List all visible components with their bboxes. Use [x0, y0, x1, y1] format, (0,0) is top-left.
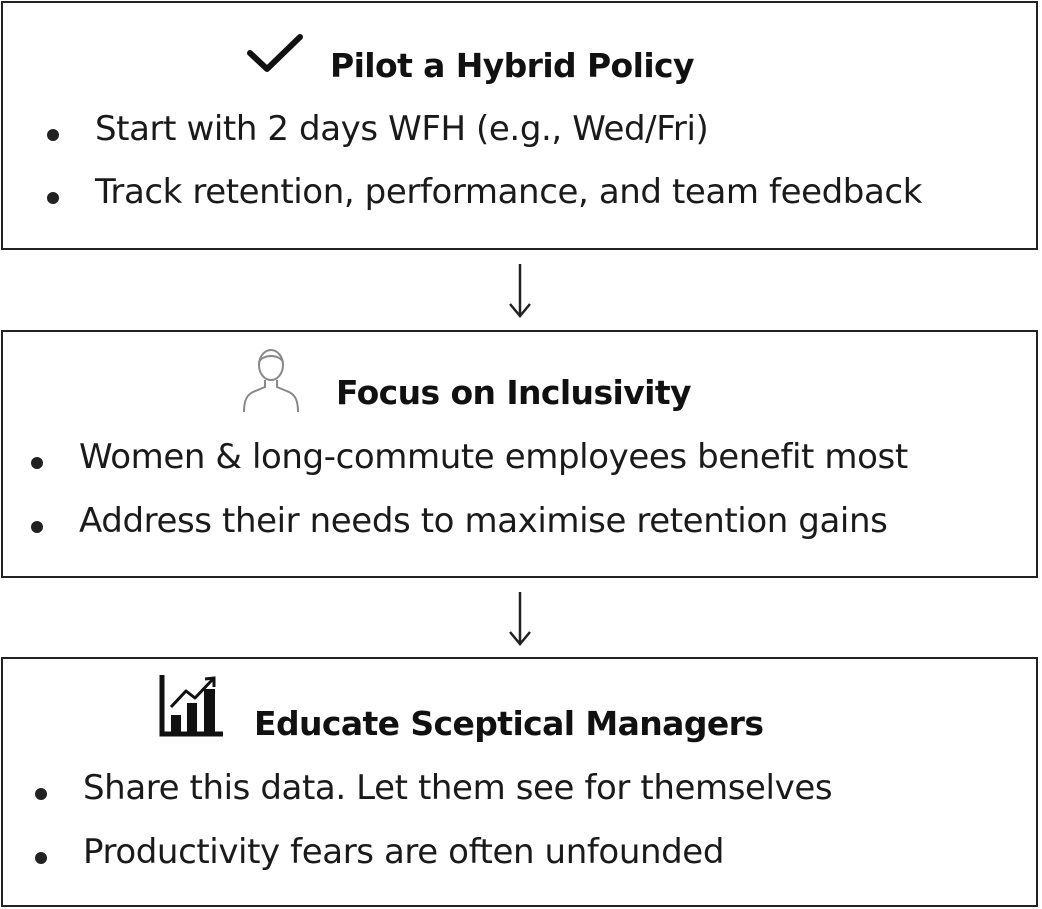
- bullet-dot: [31, 521, 43, 533]
- bullet-dot: [35, 788, 47, 800]
- down-arrow-icon: [509, 264, 531, 318]
- down-arrow-icon: [509, 592, 531, 646]
- person-icon: [243, 349, 299, 413]
- bullet-dot: [47, 129, 59, 141]
- step-title: Focus on Inclusivity: [336, 373, 692, 412]
- bullet-text: Track retention, performance, and team f…: [95, 172, 923, 212]
- bullet-text: Share this data. Let them see for themse…: [83, 768, 833, 808]
- bullet-text: Address their needs to maximise retentio…: [79, 501, 888, 541]
- bullet-text: Productivity fears are often unfounded: [83, 832, 725, 872]
- bar-chart-icon: [159, 675, 223, 737]
- step-box-pilot-hybrid-policy: Pilot a Hybrid Policy Start with 2 days …: [1, 1, 1038, 250]
- bullet-dot: [35, 852, 47, 864]
- bullet-text: Start with 2 days WFH (e.g., Wed/Fri): [95, 109, 709, 149]
- bullet-text: Women & long-commute employees benefit m…: [79, 437, 908, 477]
- check-icon: [247, 34, 303, 72]
- step-title: Pilot a Hybrid Policy: [330, 46, 695, 85]
- bullet-dot: [31, 457, 43, 469]
- step-box-focus-on-inclusivity: Focus on Inclusivity Women & long-commut…: [1, 330, 1038, 578]
- bullet-dot: [47, 192, 59, 204]
- step-title: Educate Sceptical Managers: [254, 704, 764, 743]
- step-box-educate-sceptical-managers: Educate Sceptical Managers Share this da…: [1, 657, 1038, 907]
